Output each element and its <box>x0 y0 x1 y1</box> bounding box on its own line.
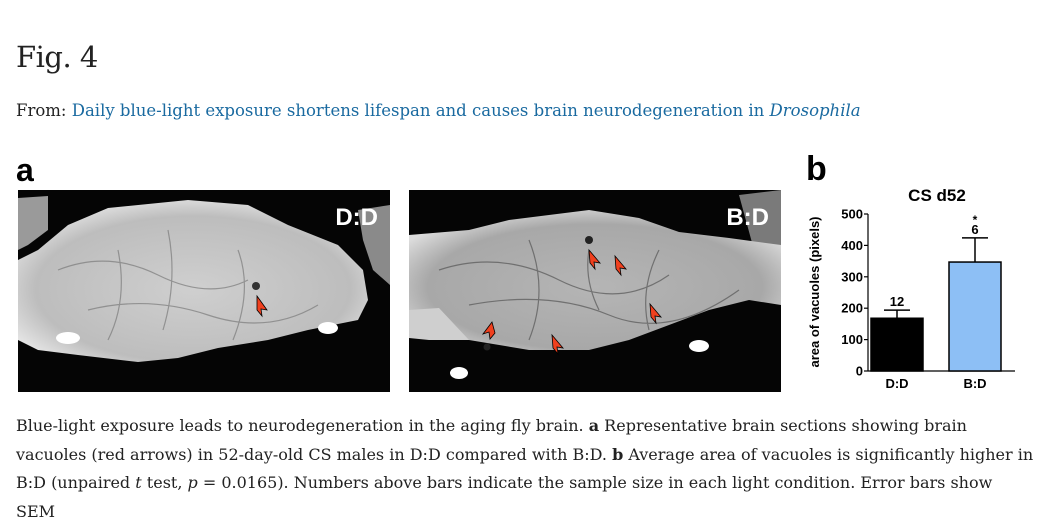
caption-t-italic: t <box>135 473 142 492</box>
panel-b-letter: b <box>806 150 827 188</box>
bar-bd <box>948 261 1002 372</box>
caption-text: Representative brain sections showing br… <box>16 416 967 464</box>
y-axis-ticks: 0 100 200 300 400 500 <box>841 207 868 379</box>
bar-dd <box>870 317 924 372</box>
sample-size-label: 12 <box>890 294 904 309</box>
y-tick-label: 400 <box>841 238 863 253</box>
vacuole-area-bar-chart: CS d52 area of vacuoles (pixels) 0 100 200… <box>800 180 1040 400</box>
caption-p-italic: p <box>187 473 198 492</box>
y-tick-label: 300 <box>841 269 863 284</box>
condition-label-dd: D:D <box>335 204 378 231</box>
red-arrow-icon <box>614 254 628 277</box>
panel-a-letter: a <box>16 152 34 188</box>
x-tick-label: B:D <box>963 376 986 391</box>
y-tick-label: 0 <box>856 364 863 379</box>
y-tick-label: 200 <box>841 301 863 316</box>
source-article-link[interactable]: Daily blue-light exposure shortens lifes… <box>72 101 861 120</box>
y-tick-label: 500 <box>841 207 863 222</box>
chart-title: CS d52 <box>908 186 966 205</box>
caption-text: Blue-light exposure leads to neurodegene… <box>16 416 589 435</box>
source-link-text: Daily blue-light exposure shortens lifes… <box>71 101 770 120</box>
red-arrow-icon <box>551 333 565 356</box>
source-link-italic: Drosophila <box>769 101 861 120</box>
figure-title: Fig. 4 <box>16 40 98 74</box>
brain-section-image-bd: B:D <box>409 190 781 392</box>
red-arrow-icon <box>649 302 663 325</box>
figure-caption: Blue-light exposure leads to neurodegene… <box>16 412 1036 526</box>
bars-group: 12D:D 6* B:D <box>870 213 1002 391</box>
caption-text: Average area of vacuoles is significantl… <box>16 444 1034 493</box>
from-label: From: <box>16 101 72 120</box>
significance-asterisk: * <box>973 213 978 227</box>
y-tick-label: 100 <box>841 332 863 347</box>
caption-panel-b-ref: b <box>612 444 624 464</box>
brain-section-bd-graphic <box>409 190 781 392</box>
brain-section-dd-graphic <box>18 190 390 392</box>
red-arrow-icon <box>588 248 602 271</box>
brain-section-image-dd: D:D <box>18 190 390 392</box>
x-tick-label: D:D <box>885 376 908 391</box>
sample-size-label: 6 <box>971 222 978 237</box>
y-axis-label: area of vacuoles (pixels) <box>807 216 822 367</box>
source-line: From: Daily blue-light exposure shortens… <box>16 101 861 120</box>
caption-text: test, <box>141 473 188 492</box>
caption-panel-a-ref: a <box>588 416 600 435</box>
red-arrow-icon <box>481 321 496 340</box>
condition-label-bd: B:D <box>726 204 769 231</box>
red-arrow-icon <box>256 294 268 318</box>
